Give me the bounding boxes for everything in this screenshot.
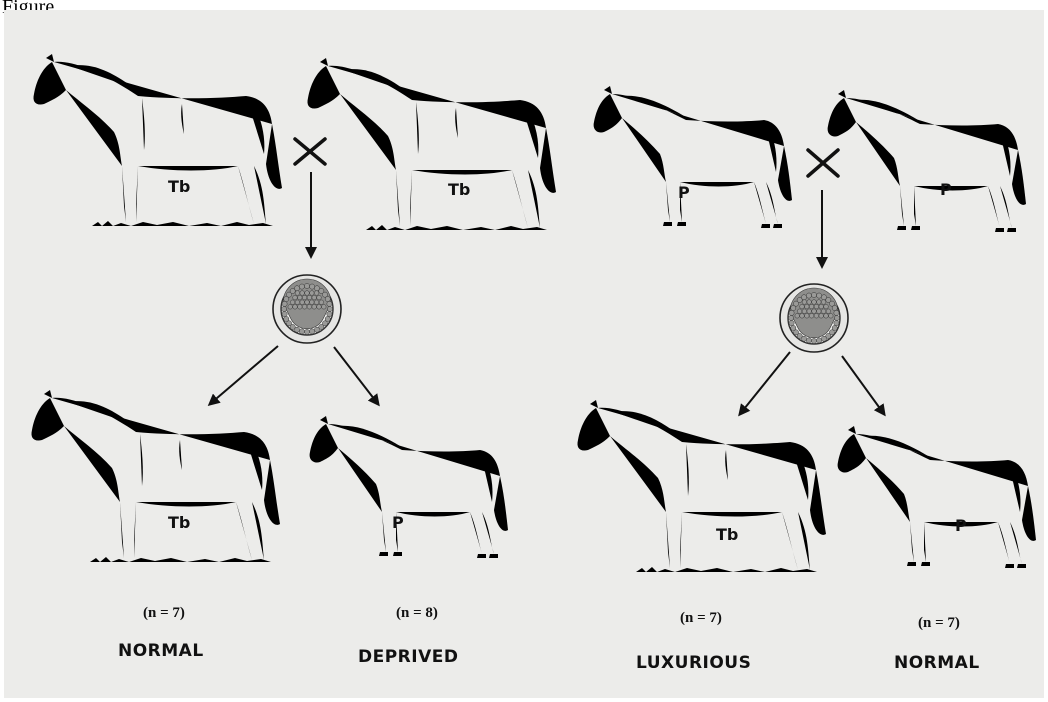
left-normal-count: (n = 7) <box>143 605 185 621</box>
right-parent-1-breed: P <box>678 183 690 202</box>
left-arrow-to-deprived <box>334 347 378 404</box>
left-cross-mark <box>295 139 325 164</box>
luxurious-count: (n = 7) <box>680 610 722 626</box>
left-parent-2-breed: Tb <box>448 180 470 199</box>
left-normal-label: NORMAL <box>118 641 204 661</box>
deprived-count: (n = 8) <box>396 605 438 621</box>
right-offspring-2-breed: P <box>955 516 967 535</box>
right-parent-horse-2 <box>828 90 1026 232</box>
right-embryo-icon <box>780 284 848 352</box>
left-offspring-2-breed: P <box>392 513 404 532</box>
right-normal-label: NORMAL <box>894 653 980 673</box>
left-parent-horse-1 <box>33 54 282 226</box>
right-arrow-to-normal <box>842 356 884 414</box>
right-offspring-horse-tb <box>577 400 826 572</box>
right-offspring-horse-p <box>838 426 1036 568</box>
left-offspring-1-breed: Tb <box>168 513 190 532</box>
left-embryo-icon <box>273 275 341 343</box>
deprived-label: DEPRIVED <box>358 647 458 667</box>
luxurious-label: LUXURIOUS <box>636 653 751 673</box>
right-normal-count: (n = 7) <box>918 615 960 631</box>
left-parent-horse-2 <box>307 58 556 230</box>
right-parent-horse-1 <box>594 86 792 228</box>
left-offspring-horse-tb <box>31 390 280 562</box>
left-parent-1-breed: Tb <box>168 177 190 196</box>
right-parent-2-breed: P <box>940 180 952 199</box>
right-arrow-to-luxurious <box>740 352 790 414</box>
right-offspring-1-breed: Tb <box>716 525 738 544</box>
left-offspring-horse-p <box>310 416 508 558</box>
left-arrow-to-normal <box>210 346 278 404</box>
right-cross-mark <box>808 150 838 176</box>
